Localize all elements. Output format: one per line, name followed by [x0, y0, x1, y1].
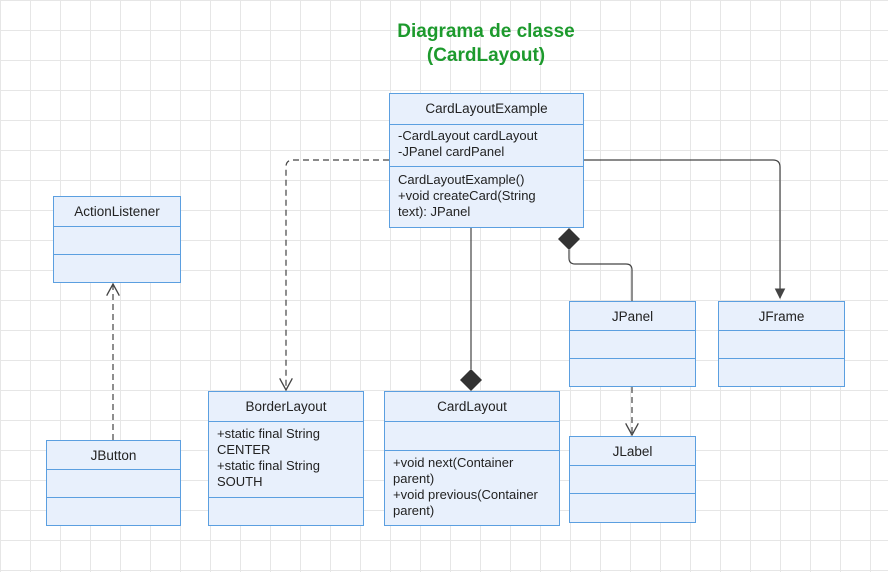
class-jbutton-methods	[47, 498, 180, 525]
diagram-title-line2: (CardLayout)	[426, 45, 546, 66]
class-actionlistener[interactable]: ActionListener	[53, 196, 181, 283]
diagram-title-line1: Diagrama de classe	[397, 21, 575, 42]
cardlayoutexample-to-borderlayout-connector	[286, 159, 389, 390]
class-jpanel-methods	[570, 359, 695, 386]
diagram-title: Diagrama de classe (CardLayout)	[360, 20, 612, 68]
class-jlabel-methods	[570, 494, 695, 522]
class-cardlayoutexample-name: CardLayoutExample	[390, 94, 583, 125]
class-jframe-methods	[719, 359, 844, 386]
attribute: -JPanel cardPanel	[398, 144, 505, 159]
class-cardlayoutexample-methods: CardLayoutExample() +void createCard(Str…	[390, 167, 583, 227]
class-actionlistener-name: ActionListener	[54, 197, 180, 227]
attribute: CENTER	[217, 442, 271, 457]
class-cardlayout-name: CardLayout	[385, 392, 559, 422]
class-actionlistener-methods	[54, 255, 180, 282]
class-borderlayout-attributes: +static final String CENTER +static fina…	[209, 422, 363, 498]
class-jframe[interactable]: JFrame	[718, 301, 845, 387]
cardlayoutexample-to-jframe-connector	[584, 159, 786, 300]
class-jframe-name: JFrame	[719, 302, 844, 331]
attribute: -CardLayout cardLayout	[398, 128, 538, 143]
method: +void createCard(String	[398, 188, 536, 203]
method: parent)	[393, 503, 435, 518]
method: +void previous(Container	[393, 487, 538, 502]
class-actionlistener-attributes	[54, 227, 180, 255]
class-cardlayout-attributes	[385, 422, 559, 451]
class-jlabel[interactable]: JLabel	[569, 436, 696, 523]
class-jbutton-attributes	[47, 470, 180, 498]
class-cardlayoutexample-attributes: -CardLayout cardLayout -JPanel cardPanel	[390, 125, 583, 167]
cardlayoutexample-to-jpanel-connector	[568, 250, 633, 302]
class-jpanel-name: JPanel	[570, 302, 695, 331]
class-cardlayoutexample[interactable]: CardLayoutExample -CardLayout cardLayout…	[389, 93, 584, 228]
class-jbutton-name: JButton	[47, 441, 180, 470]
method: +void next(Container	[393, 455, 514, 470]
class-borderlayout-name: BorderLayout	[209, 392, 363, 422]
class-jlabel-name: JLabel	[570, 437, 695, 466]
class-jpanel[interactable]: JPanel	[569, 301, 696, 387]
class-cardlayout-methods: +void next(Container parent) +void previ…	[385, 451, 559, 525]
method: parent)	[393, 471, 435, 486]
attribute: SOUTH	[217, 474, 263, 489]
attribute: +static final String	[217, 426, 320, 441]
jpanel-composition-diamond	[558, 228, 580, 250]
class-borderlayout-methods	[209, 498, 363, 525]
class-jframe-attributes	[719, 331, 844, 359]
attribute: +static final String	[217, 458, 320, 473]
class-jlabel-attributes	[570, 466, 695, 494]
method: CardLayoutExample()	[398, 172, 525, 187]
class-jpanel-attributes	[570, 331, 695, 359]
cardlayout-composition-diamond	[460, 369, 482, 391]
method: text): JPanel	[398, 204, 471, 219]
class-cardlayout[interactable]: CardLayout +void next(Container parent) …	[384, 391, 560, 526]
class-jbutton[interactable]: JButton	[46, 440, 181, 526]
class-borderlayout[interactable]: BorderLayout +static final String CENTER…	[208, 391, 364, 526]
